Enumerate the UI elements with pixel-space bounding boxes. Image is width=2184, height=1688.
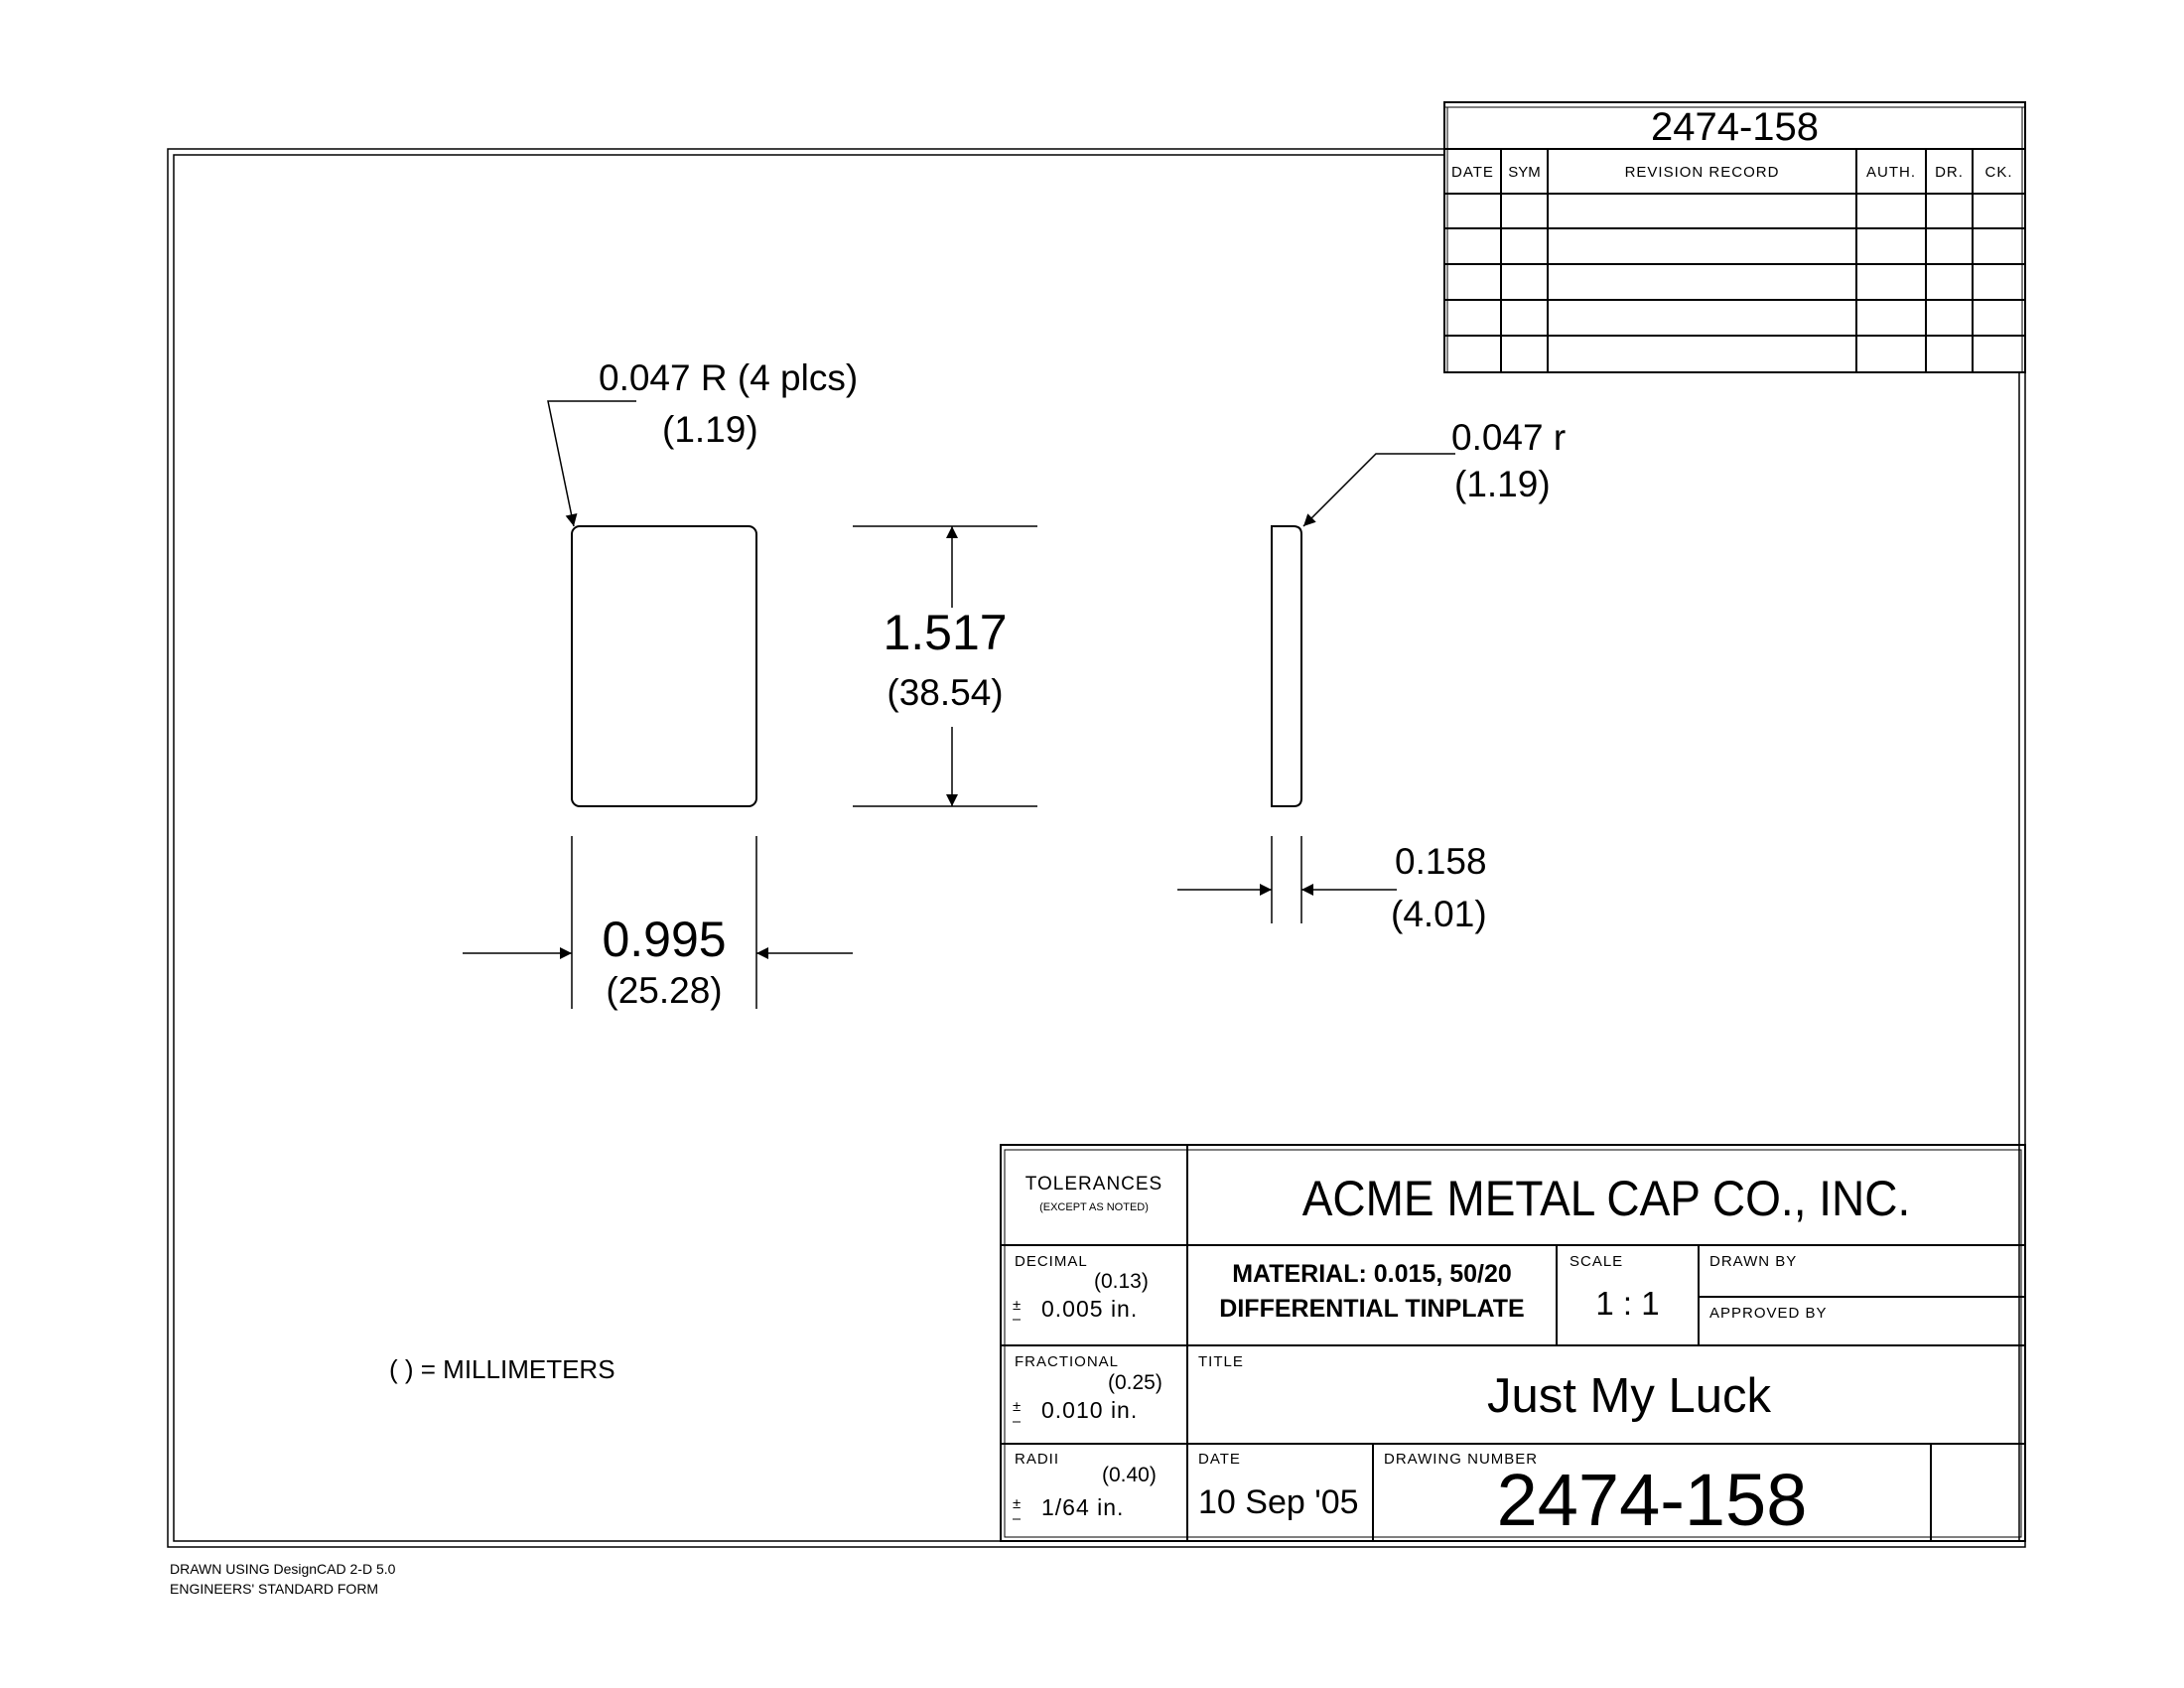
corner-radius-leader: [547, 400, 636, 527]
part-front-view: [571, 525, 757, 807]
plus-minus-underlines: [1013, 1319, 1021, 1520]
drawing-date: 10 Sep '05: [1198, 1483, 1359, 1521]
edge-radius-leader: [1302, 453, 1455, 527]
radii-plus-minus: ±: [1013, 1495, 1022, 1512]
leader-lines: [547, 400, 1455, 527]
radii-value: 1/64 in.: [1041, 1494, 1125, 1520]
fractional-plus-minus: ±: [1013, 1398, 1022, 1415]
decimal-plus-minus: ±: [1013, 1297, 1022, 1314]
rev-header-ck: CK.: [1984, 164, 2013, 181]
footer-software-note: DRAWN USING DesignCAD 2-D 5.0: [170, 1561, 396, 1577]
rev-header-dr: DR.: [1935, 164, 1964, 181]
dimension-arrows: [463, 526, 1397, 959]
drawing-title: Just My Luck: [1487, 1369, 1771, 1423]
millimeters-legend: ( ) = MILLIMETERS: [389, 1354, 615, 1384]
footer-form-note: ENGINEERS' STANDARD FORM: [170, 1581, 379, 1597]
tolerances-label: TOLERANCES: [1024, 1174, 1163, 1195]
revision-drawing-number: 2474-158: [1650, 105, 1820, 149]
date-label: DATE: [1198, 1451, 1241, 1468]
part-side-view: [1271, 525, 1302, 807]
radii-mm: (0.40): [1102, 1464, 1157, 1486]
width-dim-inches: 0.995: [602, 912, 727, 967]
thickness-dim-mm: (4.01): [1391, 894, 1487, 934]
thickness-dim-inches: 0.158: [1395, 841, 1487, 882]
extension-lines: [571, 525, 1302, 1009]
scale-label: SCALE: [1570, 1253, 1624, 1270]
material-line-1: MATERIAL: 0.015, 50/20: [1232, 1260, 1512, 1288]
corner-radius-dim-mm: (1.19): [662, 409, 758, 450]
radii-label: RADII: [1015, 1451, 1060, 1468]
width-dim-mm: (25.28): [606, 970, 723, 1011]
decimal-mm: (0.13): [1094, 1270, 1149, 1293]
company-name: ACME METAL CAP CO., INC.: [1301, 1171, 1911, 1226]
corner-radius-dim-inches: 0.047 R (4 plcs): [599, 357, 859, 398]
edge-radius-dim-inches: 0.047 r: [1451, 417, 1567, 458]
approved-by-label: APPROVED BY: [1709, 1305, 1828, 1322]
rev-header-auth: AUTH.: [1866, 164, 1916, 181]
fractional-mm: (0.25): [1108, 1371, 1162, 1394]
height-dim-inches: 1.517: [883, 605, 1008, 660]
title-label: TITLE: [1198, 1353, 1244, 1370]
revision-block-lines: [1443, 101, 2026, 373]
rev-header-sym: SYM: [1508, 164, 1541, 181]
rev-header-record: REVISION RECORD: [1624, 164, 1780, 181]
material-line-2: DIFFERENTIAL TINPLATE: [1219, 1295, 1525, 1323]
drawn-by-label: DRAWN BY: [1709, 1253, 1798, 1270]
tolerances-note: (EXCEPT AS NOTED): [1039, 1201, 1149, 1213]
fractional-label: FRACTIONAL: [1015, 1353, 1120, 1370]
height-dim-mm: (38.54): [887, 672, 1004, 713]
drawing-number-value: 2474-158: [1496, 1459, 1808, 1541]
decimal-value: 0.005 in.: [1041, 1296, 1139, 1322]
fractional-value: 0.010 in.: [1041, 1397, 1139, 1423]
decimal-label: DECIMAL: [1015, 1253, 1088, 1270]
title-block-lines: [1000, 1144, 2026, 1542]
edge-radius-dim-mm: (1.19): [1454, 464, 1551, 504]
rev-header-date: DATE: [1451, 164, 1494, 181]
drawing-number-label: DRAWING NUMBER: [1384, 1451, 1539, 1468]
scale-value: 1 : 1: [1595, 1285, 1660, 1322]
